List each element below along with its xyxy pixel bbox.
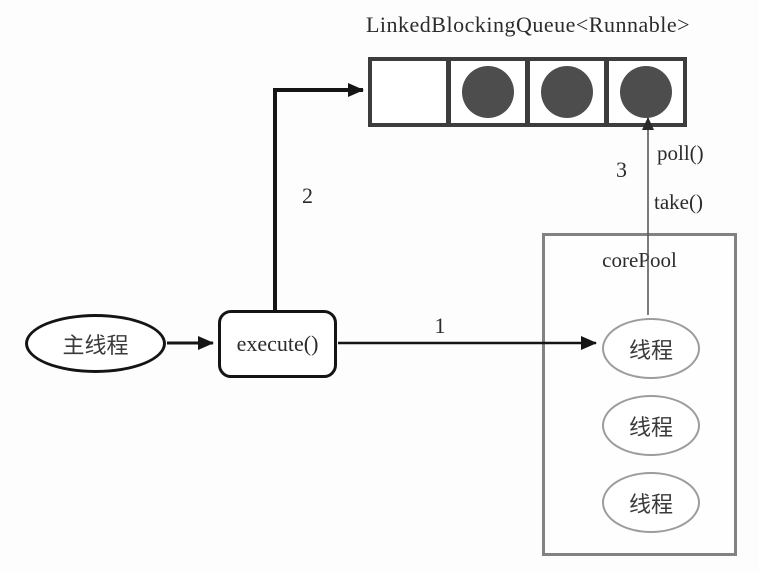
step-2-label: 2 [302,183,313,208]
queue-title: LinkedBlockingQueue<Runnable> [365,12,691,37]
core-pool-box: corePool 线程 线程 线程 [542,233,737,556]
step-3-label: 3 [616,157,627,182]
step-1-label: 1 [434,313,446,338]
core-pool-label: corePool [602,248,677,272]
take-label: take() [654,190,703,214]
execute-node: execute() [218,310,337,378]
task-circle [541,66,593,118]
queue-cell [530,61,609,123]
main-thread-node: 主线程 [25,314,166,373]
thread-label: 线程 [628,337,673,363]
queue-cell [451,61,530,123]
thread-node: 线程 [602,472,700,533]
task-circle [620,66,672,118]
blocking-queue [368,57,687,127]
thread-node: 线程 [602,395,700,456]
thread-label: 线程 [628,414,673,440]
queue-cell [609,61,683,123]
queue-cell [372,61,451,123]
poll-label: poll() [657,141,704,165]
task-circle [462,66,514,118]
thread-label: 线程 [628,491,673,517]
arrow-step-2 [273,83,364,311]
execute-label: execute() [236,331,319,356]
main-thread-label: 主线程 [62,332,129,358]
thread-node: 线程 [602,318,700,379]
